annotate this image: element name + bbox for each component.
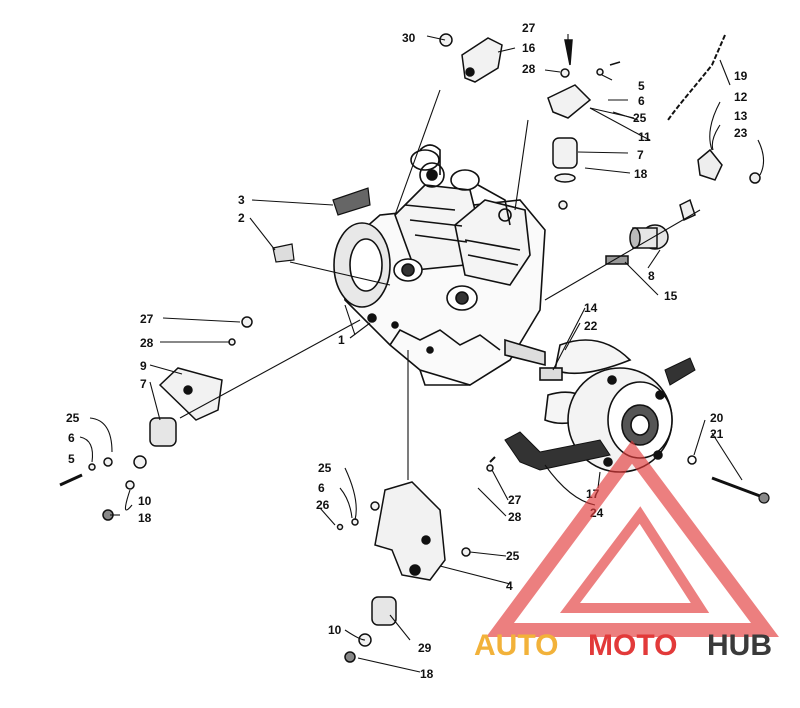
leader-lines — [79, 34, 765, 673]
automotohub-watermark: AUTO MOTO HUB — [474, 440, 779, 662]
clip-illustration — [679, 148, 761, 222]
callout-label: 13 — [734, 109, 748, 123]
callout-label: 4 — [506, 579, 513, 593]
callout-label: 25 — [633, 111, 647, 125]
callout-label: 28 — [140, 336, 154, 350]
callout-label: 12 — [734, 90, 748, 104]
brand-hub: HUB — [707, 629, 772, 662]
callout-label: 25 — [506, 549, 520, 563]
callout-label: 5 — [68, 452, 75, 466]
callout-label: 11 — [638, 130, 651, 144]
callout-label: 27 — [140, 312, 154, 326]
callout-label: 7 — [637, 148, 644, 162]
callout-label: 18 — [634, 167, 648, 181]
lower-mount-bracket-illustration — [336, 456, 496, 663]
warning-triangle-logo — [486, 440, 779, 637]
callout-label: 30 — [402, 31, 416, 45]
callout-label: 20 — [710, 411, 724, 425]
callout-label: 3 — [238, 193, 245, 207]
callout-label: 8 — [648, 269, 655, 283]
drive-belt-illustration — [504, 357, 696, 471]
callout-label: 21 — [710, 427, 724, 441]
callout-label: 10 — [138, 494, 152, 508]
callout-label: 2 — [238, 211, 245, 225]
callout-label: 15 — [664, 289, 678, 303]
callout-label: 27 — [522, 21, 536, 35]
callout-label: 6 — [638, 94, 645, 108]
callout-label: 18 — [420, 667, 434, 681]
callout-label: 5 — [638, 79, 645, 93]
callout-label: 23 — [734, 126, 748, 140]
callout-label: 18 — [138, 511, 152, 525]
callout-numbers: 30 16 27 28 5 6 25 11 7 18 19 12 13 23 3… — [66, 21, 748, 681]
callout-label: 28 — [508, 510, 522, 524]
callout-label: 6 — [68, 431, 75, 445]
left-mount-bracket-illustration — [59, 316, 253, 521]
callout-label: 22 — [584, 319, 598, 333]
callout-label: 29 — [418, 641, 432, 655]
callout-label: 26 — [316, 498, 330, 512]
bolt-illustration — [711, 476, 761, 498]
callout-label: 7 — [140, 377, 147, 391]
gasket-illustration — [332, 187, 371, 216]
callout-label: 6 — [318, 481, 325, 495]
brand-auto: AUTO — [474, 629, 558, 662]
callout-label: 9 — [140, 359, 147, 373]
top-mount-bracket-illustration — [439, 33, 621, 210]
callout-label: 25 — [66, 411, 80, 425]
callout-label: 19 — [734, 69, 748, 83]
brand-moto: MOTO — [588, 629, 677, 662]
callout-label: 10 — [328, 623, 342, 637]
decal-illustration — [272, 243, 295, 263]
rubber-mount-illustration — [605, 224, 669, 265]
callout-label: 14 — [584, 301, 598, 315]
callout-label: 16 — [522, 41, 536, 55]
callout-label: 25 — [318, 461, 332, 475]
callout-label: 28 — [522, 62, 536, 76]
callout-label: 27 — [508, 493, 522, 507]
callout-label: 1 — [338, 333, 345, 347]
engine-block-illustration — [333, 144, 546, 386]
wire-harness-illustration — [667, 34, 726, 121]
